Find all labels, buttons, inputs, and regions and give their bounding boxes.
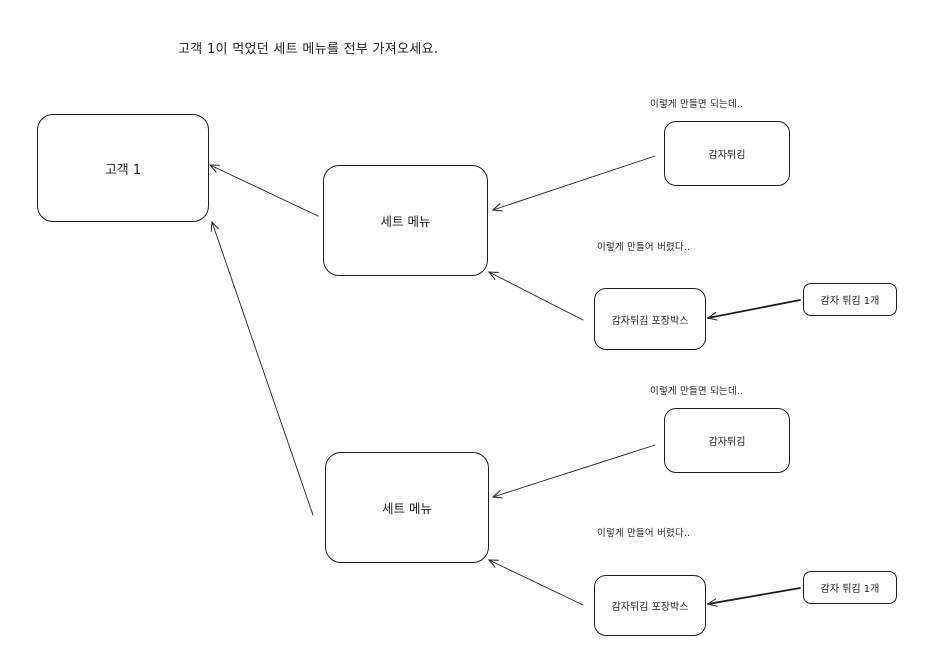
single-fries-box: 감자 튀김 1개: [803, 283, 897, 316]
arrow-set-menu-to-customer: [212, 222, 314, 516]
arrow-fries-to-set-menu: [493, 155, 656, 210]
note-good: 이렇게 만들면 되는데..: [650, 99, 744, 110]
arrow-single-fries-to-package-box: [708, 299, 801, 318]
diagram-title: 고객 1이 먹었던 세트 메뉴를 전부 가져오세요.: [178, 42, 439, 57]
set-menu-box: 세트 메뉴: [323, 165, 488, 276]
package-box: 감자튀김 포장박스: [594, 575, 706, 636]
fries-box: 감자튀김: [664, 408, 790, 473]
fries-label: 감자튀김: [708, 150, 746, 161]
single-fries-label: 감자 튀김 1개: [820, 584, 880, 595]
package-box-label: 감자튀김 포장박스: [611, 602, 689, 613]
single-fries-label: 감자 튀김 1개: [820, 296, 880, 307]
fries-label: 감자튀김: [708, 437, 746, 448]
customer-label: 고객 1: [104, 162, 142, 178]
fries-box: 감자튀김: [664, 121, 790, 186]
arrow-package-box-to-set-menu: [489, 272, 584, 321]
note-bad: 이렇게 만들어 버렸다..: [597, 242, 691, 253]
set-menu-label: 세트 메뉴: [380, 214, 431, 229]
arrow-package-box-to-set-menu: [489, 560, 584, 606]
arrow-set-menu-to-customer: [210, 165, 319, 217]
note-bad: 이렇게 만들어 버렸다..: [597, 528, 691, 539]
package-box-label: 감자튀김 포장박스: [611, 315, 689, 327]
single-fries-box: 감자 튀김 1개: [803, 571, 897, 604]
package-box: 감자튀김 포장박스: [594, 288, 706, 350]
customer-box: 고객 1: [37, 114, 209, 222]
set-menu-box: 세트 메뉴: [325, 452, 489, 563]
arrow-fries-to-set-menu: [493, 444, 656, 497]
note-good: 이렇게 만들면 되는데..: [650, 386, 744, 397]
set-menu-label: 세트 메뉴: [382, 501, 432, 516]
arrow-single-fries-to-package-box: [708, 587, 801, 604]
